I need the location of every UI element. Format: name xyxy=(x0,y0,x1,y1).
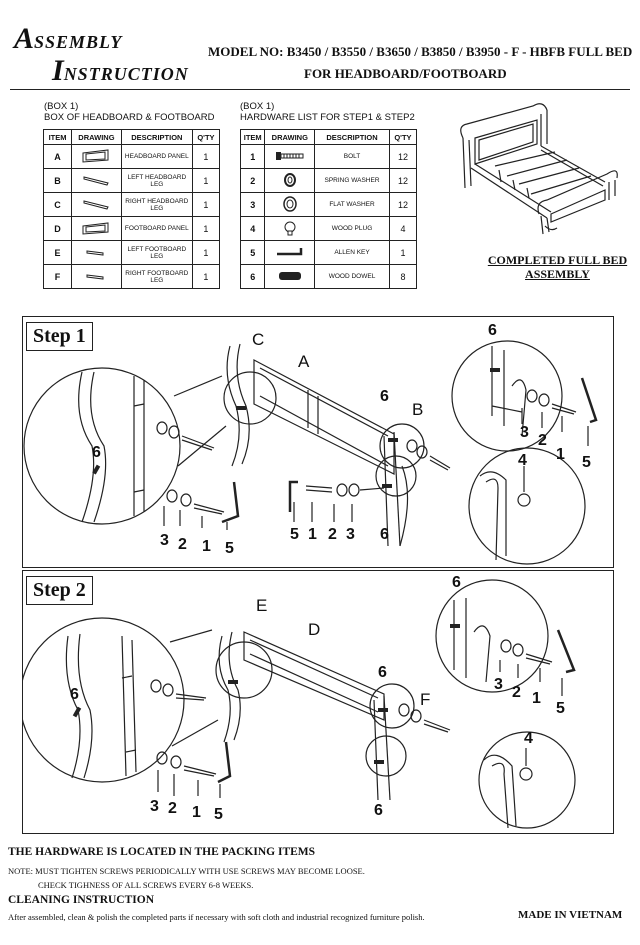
made-in: MADE IN VIETNAM xyxy=(518,909,623,921)
step1-center-num-2: 2 xyxy=(328,526,337,543)
step1-left-num-2: 2 xyxy=(178,536,187,553)
step1-center-num-1: 1 xyxy=(308,526,317,543)
step1-right-plug: 4 xyxy=(518,452,527,469)
wood-plug-icon xyxy=(284,221,296,235)
step2-left-num-5: 5 xyxy=(214,806,223,823)
wood-dowel-icon xyxy=(278,271,301,280)
title-line1: SSEMBLY xyxy=(34,32,123,52)
step1-center-dowel-top: 6 xyxy=(380,388,389,405)
step2-right-num-5: 5 xyxy=(556,700,565,717)
step1-left-num-3: 3 xyxy=(160,532,169,549)
step1-right-num-1: 1 xyxy=(556,446,565,463)
note-line2: CHECK TIGHNESS OF ALL SCREWS EVERY 6-8 W… xyxy=(38,880,254,890)
model-number: MODEL NO: B3450 / B3550 / B3650 / B3850 … xyxy=(208,44,633,59)
step2-center-dowel-bottom: 6 xyxy=(374,802,383,819)
step1-right-num-3: 3 xyxy=(520,424,529,441)
spring-washer-icon xyxy=(283,172,296,187)
step2-right-dowel: 6 xyxy=(452,574,461,591)
bolt-icon xyxy=(275,151,304,160)
table-row: 2 SPRING WASHER 12 xyxy=(239,168,418,193)
step2-callout-E: E xyxy=(256,596,268,615)
step2-callout-F: F xyxy=(420,690,431,709)
leg-icon xyxy=(83,175,110,186)
completed-bed-illustration xyxy=(460,103,618,235)
step1-left-num-5: 5 xyxy=(225,540,234,557)
step2-label: Step 2 xyxy=(26,576,93,605)
title-line2: NSTRUCTION xyxy=(63,64,189,84)
box1-right-label: (BOX 1) HARDWARE LIST FOR STEP1 & STEP2 xyxy=(240,101,415,123)
step1-diagram xyxy=(23,340,598,565)
step2-center-dowel-top: 6 xyxy=(378,664,387,681)
step1-left-dowel: 6 xyxy=(92,444,101,461)
leg-icon xyxy=(86,273,104,280)
step1-center-num-5: 5 xyxy=(290,526,299,543)
subtitle: FOR HEADBOARD/FOOTBOARD xyxy=(304,66,507,81)
step1-right-dowel: 6 xyxy=(488,322,497,339)
step2-right-plug: 4 xyxy=(524,730,533,747)
allen-key-icon xyxy=(276,247,303,255)
step1-left-num-1: 1 xyxy=(202,538,211,555)
hardware-note: THE HARDWARE IS LOCATED IN THE PACKING I… xyxy=(8,846,316,858)
step2-left-num-1: 1 xyxy=(192,804,201,821)
table-row: D FOOTBOARD PANEL 1 xyxy=(42,216,221,241)
step1-callout-C: C xyxy=(252,330,265,349)
parts-table: ITEM DRAWING DESCRIPTION Q'TY A HEADBOAR… xyxy=(42,129,221,289)
leg-icon xyxy=(83,199,110,210)
table-row: F RIGHT FOOTBOARD LEG 1 xyxy=(42,264,221,289)
step1-center-dowel-bottom: 6 xyxy=(380,526,389,543)
step2-diagram xyxy=(22,579,576,829)
note-line1: NOTE: MUST TIGHTEN SCREWS PERIODICALLY W… xyxy=(8,866,365,876)
step1-callout-A: A xyxy=(298,352,310,371)
table-row: B LEFT HEADBOARD LEG 1 xyxy=(42,168,221,193)
step1-right-num-5: 5 xyxy=(582,454,591,471)
step2-left-dowel: 6 xyxy=(70,686,79,703)
step2-right-num-1: 1 xyxy=(532,690,541,707)
step2-right-num-3: 3 xyxy=(494,676,503,693)
table-row: 5 ALLEN KEY 1 xyxy=(239,240,418,265)
footboard-panel-icon xyxy=(82,221,109,235)
table-row: 4 WOOD PLUG 4 xyxy=(239,216,418,241)
table-row: E LEFT FOOTBOARD LEG 1 xyxy=(42,240,221,265)
step2-left-num-3: 3 xyxy=(150,798,159,815)
step1-right-num-2: 2 xyxy=(538,432,547,449)
instruction-title: INSTRUCTION xyxy=(52,54,189,87)
table-row: 1 BOLT 12 xyxy=(239,144,418,169)
step2-right-num-2: 2 xyxy=(512,684,521,701)
hardware-table: ITEM DRAWING DESCRIPTION Q'TY 1 BOLT 12 … xyxy=(239,129,418,289)
table-row: A HEADBOARD PANEL 1 xyxy=(42,144,221,169)
box1-left-label: (BOX 1) BOX OF HEADBOARD & FOOTBOARD xyxy=(44,101,215,123)
completed-caption: COMPLETED FULL BED ASSEMBLY xyxy=(487,253,628,281)
step2-callout-D: D xyxy=(308,620,321,639)
cleaning-title: CLEANING INSTRUCTION xyxy=(8,894,155,906)
table-row: C RIGHT HEADBOARD LEG 1 xyxy=(42,192,221,217)
leg-icon xyxy=(86,249,104,256)
cleaning-text: After assembled, clean & polish the comp… xyxy=(8,912,425,922)
assembly-title: ASSEMBLY xyxy=(14,22,123,55)
header-divider xyxy=(10,89,630,90)
flat-washer-icon xyxy=(283,195,297,212)
step2-panel xyxy=(22,570,614,834)
step2-left-num-2: 2 xyxy=(168,800,177,817)
step1-panel xyxy=(22,316,614,568)
step1-callout-B: B xyxy=(412,400,424,419)
headboard-panel-icon xyxy=(82,148,109,163)
table-row: 3 FLAT WASHER 12 xyxy=(239,192,418,217)
step1-label: Step 1 xyxy=(26,322,93,351)
table-row: 6 WOOD DOWEL 8 xyxy=(239,264,418,289)
step1-center-num-3: 3 xyxy=(346,526,355,543)
